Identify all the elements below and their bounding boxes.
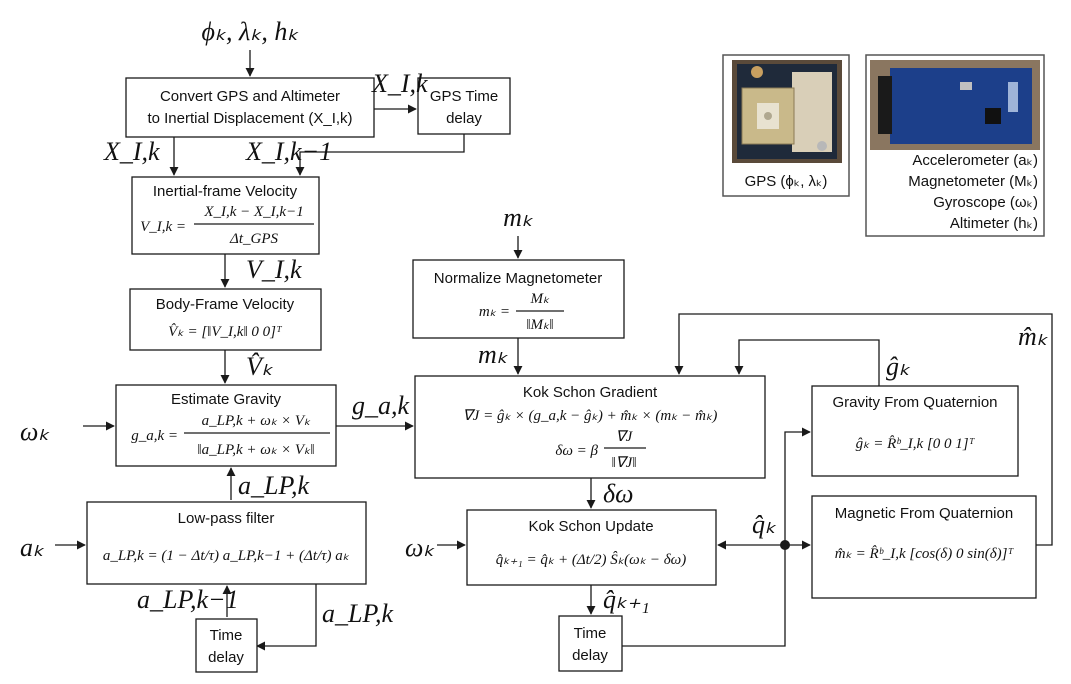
signal-ghat: ĝₖ (886, 352, 911, 381)
normalize-mag-num: Mₖ (530, 291, 550, 307)
kok-update-title: Kok Schon Update (528, 518, 653, 535)
inertial-velocity-lhs: V_I,k = (140, 219, 186, 235)
normalize-mag-den: ‖Mₖ‖ (526, 317, 553, 333)
imu-line-accelerometer: Accelerometer (aₖ) (912, 152, 1038, 169)
kok-update-eq: q̂ₖ₊₁ = q̂ₖ + (Δt/2) Ŝₖ(ωₖ − δω) (496, 551, 687, 568)
imu-line-gyroscope: Gyroscope (ωₖ) (933, 194, 1038, 211)
inertial-velocity-block: Inertial-frame Velocity V_I,k = X_I,k − … (131, 176, 320, 255)
gps-caption: GPS (ϕₖ, λₖ) (745, 173, 828, 190)
signal-xik-right: X_I,k (371, 69, 428, 98)
kok-gradient-num2: ∇J (616, 429, 634, 445)
kok-gradient-den2: ‖∇J‖ (611, 455, 636, 471)
input-omega-gravity: ωₖ (20, 417, 50, 446)
gps-delay-line1: GPS Time (430, 88, 498, 105)
gps-sensor-panel: GPS (ϕₖ, λₖ) (722, 54, 850, 197)
arrow-mhat-feedback (674, 313, 1053, 546)
signal-delta-omega: δω (603, 479, 633, 508)
signal-alpk-up: a_LP,k (238, 471, 309, 500)
imu-line-altimeter: Altimeter (hₖ) (950, 215, 1038, 232)
arrow-ghat-feedback (734, 339, 880, 386)
lowpass-title: Low-pass filter (178, 510, 275, 527)
junction-dot (780, 540, 790, 550)
normalize-magnetometer-block: Normalize Magnetometer mₖ = Mₖ ‖Mₖ‖ (412, 259, 625, 339)
magnetic-quat-title: Magnetic From Quaternion (835, 505, 1013, 522)
signal-xik-down: X_I,k (103, 137, 160, 166)
convert-gps-line2: to Inertial Displacement (X_I,k) (147, 110, 352, 127)
signal-gak: g_a,k (352, 391, 410, 420)
signal-qhat-next: q̂ₖ₊₁ (603, 585, 650, 614)
time-delay-mid-block: Time delay (558, 615, 623, 672)
input-omega-update: ωₖ (405, 533, 435, 562)
estimate-gravity-title: Estimate Gravity (171, 391, 282, 408)
estimate-gravity-num: a_LP,k + ωₖ × Vₖ (202, 413, 311, 429)
input-gps-altimeter: ϕₖ, λₖ, hₖ (202, 17, 300, 46)
normalize-mag-title: Normalize Magnetometer (434, 270, 602, 287)
lowpass-filter-block: Low-pass filter a_LP,k = (1 − Δt/τ) a_LP… (86, 501, 367, 585)
time-delay-mid-line2: delay (572, 647, 608, 664)
gravity-from-quaternion-block: Gravity From Quaternion ĝₖ = R̂ᵇ_I,k [0 … (811, 385, 1019, 477)
body-velocity-eq: V̂ₖ = [‖V_I,k‖ 0 0]ᵀ (168, 324, 283, 340)
time-delay-left-line2: delay (208, 649, 244, 666)
magnetic-quat-eq: m̂ₖ = R̂ᵇ_I,k [cos(δ) 0 sin(δ)]ᵀ (835, 546, 1015, 562)
estimate-gravity-den: ‖a_LP,k + ωₖ × Vₖ‖ (197, 442, 314, 458)
imu-line-magnetometer: Magnetometer (Mₖ) (908, 173, 1038, 190)
lowpass-eq: a_LP,k = (1 − Δt/τ) a_LP,k−1 + (Δt/τ) aₖ (103, 548, 350, 564)
imu-sensor-panel: Accelerometer (aₖ) Magnetometer (Mₖ) Gyr… (865, 54, 1045, 237)
convert-gps-line1: Convert GPS and Altimeter (160, 88, 340, 105)
estimate-gravity-block: Estimate Gravity g_a,k = a_LP,k + ωₖ × V… (115, 384, 337, 467)
body-velocity-title: Body-Frame Velocity (156, 296, 295, 313)
gps-time-delay-block: GPS Time delay (417, 77, 511, 135)
magnetic-from-quaternion-block: Magnetic From Quaternion m̂ₖ = R̂ᵇ_I,k [… (811, 495, 1037, 599)
convert-gps-block: Convert GPS and Altimeter to Inertial Di… (125, 77, 375, 138)
time-delay-mid-line1: Time (574, 625, 607, 642)
line-delay-to-junction (622, 545, 786, 647)
kok-schon-update-block: Kok Schon Update q̂ₖ₊₁ = q̂ₖ + (Δt/2) Ŝₖ… (466, 509, 717, 586)
signal-xik-minus1: X_I,k−1 (245, 137, 332, 166)
kok-gradient-eq1: ∇J = ĝₖ × (g_a,k − ĝₖ) + m̂ₖ × (mₖ − m̂ₖ… (463, 408, 718, 424)
gps-module-photo (732, 60, 842, 163)
inertial-velocity-den: Δt_GPS (229, 231, 278, 247)
normalize-mag-lhs: mₖ = (479, 304, 510, 320)
time-delay-left-line1: Time (210, 627, 243, 644)
arrow-qhat-to-gravity (784, 427, 811, 545)
connections (55, 50, 1053, 651)
input-mk: mₖ (503, 203, 534, 232)
signal-alp-feedback: a_LP,k (322, 599, 393, 628)
imu-module-photo (870, 60, 1040, 150)
arrow-lowpass-feedback (256, 584, 317, 651)
body-velocity-block: Body-Frame Velocity V̂ₖ = [‖V_I,k‖ 0 0]ᵀ (129, 288, 322, 351)
arrow-delay-to-velocity (295, 134, 465, 176)
gravity-quat-eq: ĝₖ = R̂ᵇ_I,k [0 0 1]ᵀ (856, 436, 976, 452)
signal-qhat: q̂ₖ (752, 510, 777, 539)
signal-mk-norm: mₖ (478, 340, 509, 369)
signal-alp-prev: a_LP,k−1 (137, 585, 239, 614)
kok-gradient-title: Kok Schon Gradient (523, 384, 658, 401)
kok-schon-gradient-block: Kok Schon Gradient ∇J = ĝₖ × (g_a,k − ĝₖ… (414, 375, 766, 479)
kok-gradient-lhs2: δω = β (555, 443, 598, 459)
gps-delay-line2: delay (446, 110, 482, 127)
time-delay-left-block: Time delay (195, 618, 258, 673)
inertial-velocity-num: X_I,k − X_I,k−1 (203, 204, 303, 220)
input-ak: aₖ (20, 533, 45, 562)
signal-vik: V_I,k (246, 255, 302, 284)
signal-vhat: V̂ₖ (246, 352, 274, 381)
estimate-gravity-lhs: g_a,k = (131, 428, 178, 444)
inertial-velocity-title: Inertial-frame Velocity (153, 183, 298, 200)
gravity-quat-title: Gravity From Quaternion (832, 394, 997, 411)
signal-mhat: m̂ₖ (1018, 322, 1049, 351)
